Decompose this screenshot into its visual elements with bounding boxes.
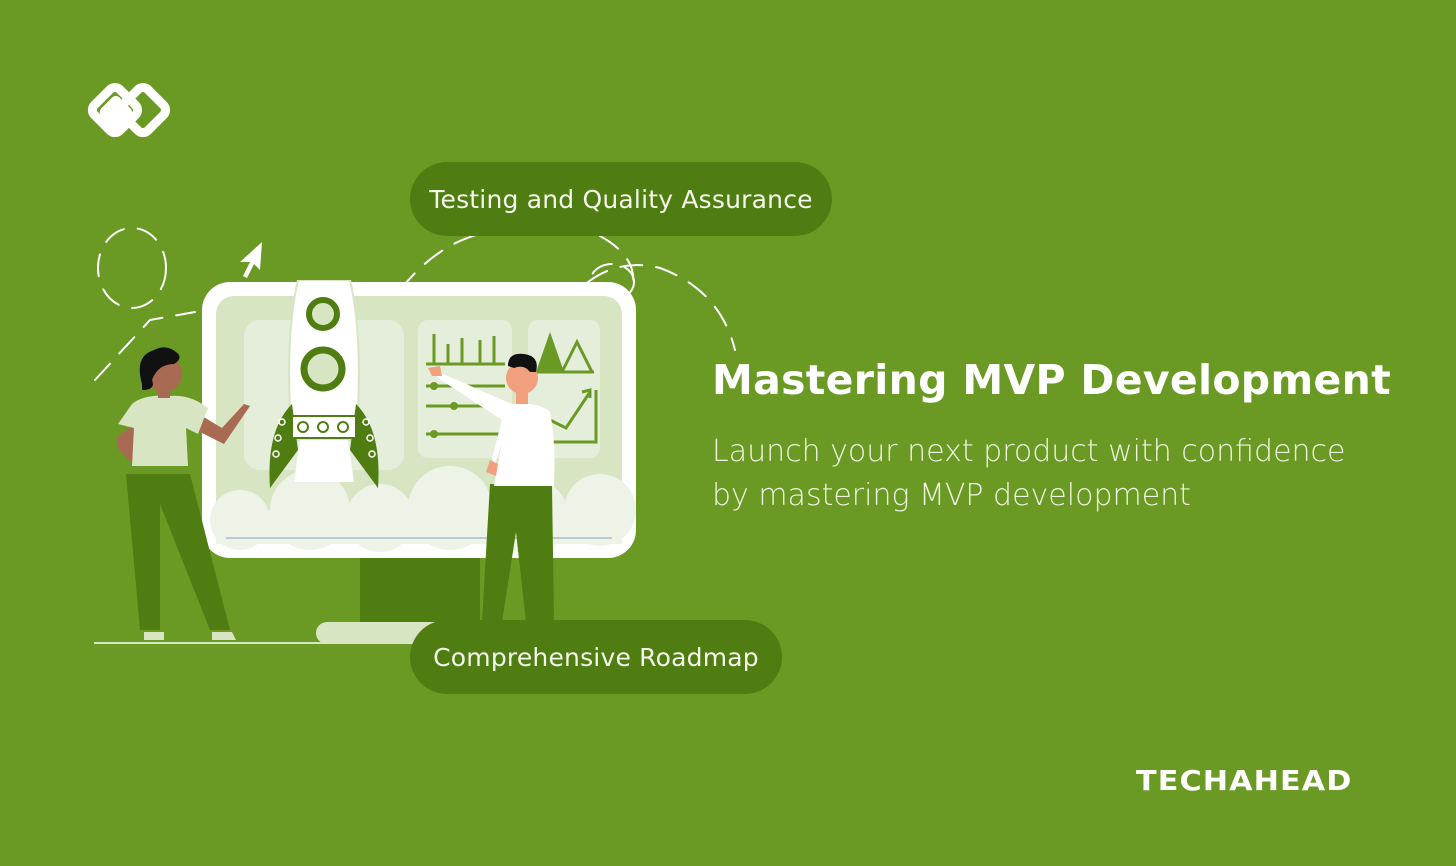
- pill-comprehensive-roadmap: Comprehensive Roadmap: [410, 620, 782, 694]
- brand-wordmark: TECHAHEAD: [1136, 764, 1353, 797]
- monitor-illustration: [202, 280, 636, 644]
- hero-title: Mastering MVP Development: [712, 356, 1391, 404]
- techahead-diamond-logo-icon: [87, 82, 170, 138]
- man-presenter-illustration: [428, 353, 555, 622]
- pill-testing-quality-assurance: Testing and Quality Assurance: [410, 162, 832, 236]
- pill-label: Comprehensive Roadmap: [433, 642, 759, 672]
- hero-subtitle-line-1: Launch your next product with confidence: [712, 434, 1346, 469]
- pill-label: Testing and Quality Assurance: [429, 184, 813, 214]
- woman-presenter-illustration: [116, 347, 250, 640]
- hero-subtitle: Launch your next product with confidence…: [712, 430, 1392, 518]
- rocket-icon: [269, 280, 379, 488]
- hero-subtitle-line-2: by mastering MVP development: [712, 478, 1191, 513]
- cursor-arrow-icon: [240, 242, 262, 278]
